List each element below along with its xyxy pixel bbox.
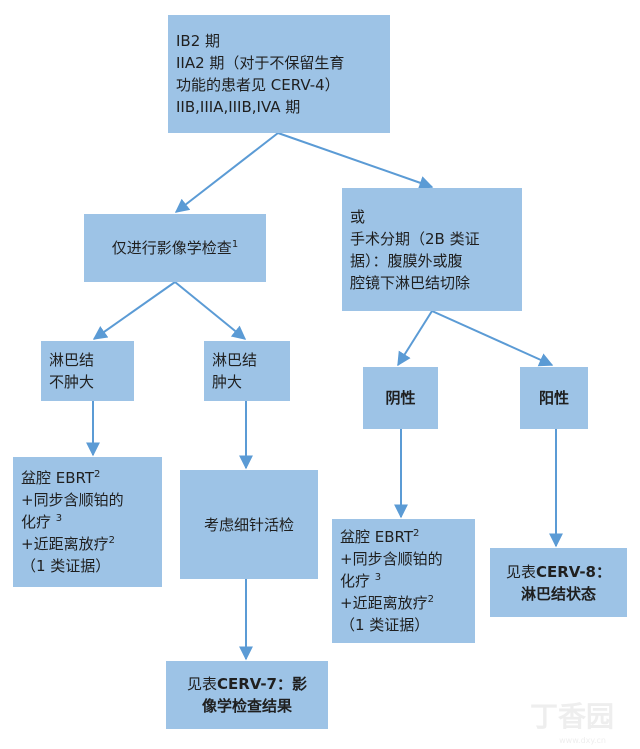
node-see-cerv7: 见表CERV-7：影 像学检查结果 (166, 661, 328, 729)
treatment-left-sup-4: 2 (108, 535, 115, 546)
enlarged-line-2: 肿大 (212, 373, 243, 391)
cerv7-title: 像学检查结果 (201, 697, 292, 715)
imaging-only-text: 仅进行影像学检查 (111, 239, 232, 257)
treatment-right-line-5: （1 类证据） (340, 616, 430, 634)
treatment-right-sup-4: 2 (427, 594, 434, 605)
surgical-line-1: 或 (350, 207, 366, 226)
treatment-left-line-1: 盆腔 EBRT (21, 469, 95, 487)
root-line-1: IB2 期 (176, 32, 221, 50)
edge-root-to-imaging (174, 132, 279, 213)
edge-imaging-to-enlarged (174, 281, 247, 340)
node-lymph-enlarged: 淋巴结 肿大 (204, 341, 290, 401)
root-line-2: IIA2 期（对于不保留生育 (176, 54, 345, 72)
fine-needle-text: 考虑细针活检 (203, 515, 294, 534)
watermark-logo: 丁香园 (529, 700, 614, 733)
treatment-right-sup-1: 2 (413, 528, 420, 539)
treatment-left-sup-1: 2 (94, 469, 101, 480)
edge-root-to-surgical (277, 132, 434, 190)
treatment-right-sup-3: 3 (374, 572, 382, 583)
cerv8-ref: CERV-8： (536, 562, 611, 581)
edge-surgical-to-negative (397, 310, 433, 367)
not-enlarged-line-2: 不肿大 (49, 373, 95, 391)
node-surgical-staging: 或 手术分期（2B 类证 据）：腹膜外或腹 腔镜下淋巴结切除 (342, 188, 522, 311)
not-enlarged-line-1: 淋巴结 (49, 351, 95, 369)
treatment-left-line-5: （1 类证据） (21, 557, 111, 575)
node-treatment-right: 盆腔 EBRT2 +同步含顺铂的 化疗 3 +近距离放疗2 （1 类证据） (332, 519, 475, 643)
surgical-line-3: 据）：腹膜外或腹 (350, 251, 463, 270)
node-see-cerv8: 见表CERV-8： 淋巴结状态 (490, 548, 627, 617)
edge-imaging-to-not-enlarged (92, 281, 176, 340)
watermark-url: www.dxy.cn (559, 736, 606, 745)
treatment-right-line-1: 盆腔 EBRT (340, 528, 414, 546)
edge-surgical-to-positive (431, 310, 554, 367)
cerv8-prefix: 见表 (505, 562, 536, 581)
treatment-right-line-3: 化疗 (340, 572, 375, 590)
root-line-4: IIB,IIIA,IIIB,IVA 期 (176, 98, 301, 116)
negative-text: 阴性 (385, 389, 416, 407)
surgical-line-2: 手术分期（2B 类证 (350, 229, 480, 248)
node-positive: 阳性 (520, 367, 588, 429)
cerv7-prefix: 见表 (186, 675, 217, 693)
node-negative: 阴性 (363, 367, 438, 429)
enlarged-line-1: 淋巴结 (212, 351, 258, 369)
treatment-left-line-4: +近距离放疗 (21, 535, 109, 553)
node-fine-needle-biopsy: 考虑细针活检 (180, 470, 318, 579)
cerv7-ref: CERV-7：影 (217, 675, 307, 693)
treatment-left-line-2: +同步含顺铂的 (21, 491, 124, 509)
positive-text: 阳性 (538, 389, 569, 407)
node-treatment-left: 盆腔 EBRT2 +同步含顺铂的 化疗 3 +近距离放疗2 （1 类证据） (13, 457, 162, 587)
cerv8-title: 淋巴结状态 (520, 584, 596, 603)
surgical-line-4: 腔镜下淋巴结切除 (350, 273, 471, 292)
treatment-right-line-2: +同步含顺铂的 (340, 550, 443, 568)
root-line-3: 功能的患者见 CERV-4） (176, 76, 340, 94)
treatment-left-line-3: 化疗 (21, 513, 56, 531)
imaging-only-sup: 1 (231, 239, 239, 250)
node-lymph-not-enlarged: 淋巴结 不肿大 (41, 341, 134, 401)
treatment-right-line-4: +近距离放疗 (340, 594, 428, 612)
treatment-left-sup-3: 3 (55, 513, 63, 524)
node-imaging-only: 仅进行影像学检查1 (84, 214, 266, 282)
node-root-stages: IB2 期 IIA2 期（对于不保留生育 功能的患者见 CERV-4） IIB,… (168, 15, 390, 133)
